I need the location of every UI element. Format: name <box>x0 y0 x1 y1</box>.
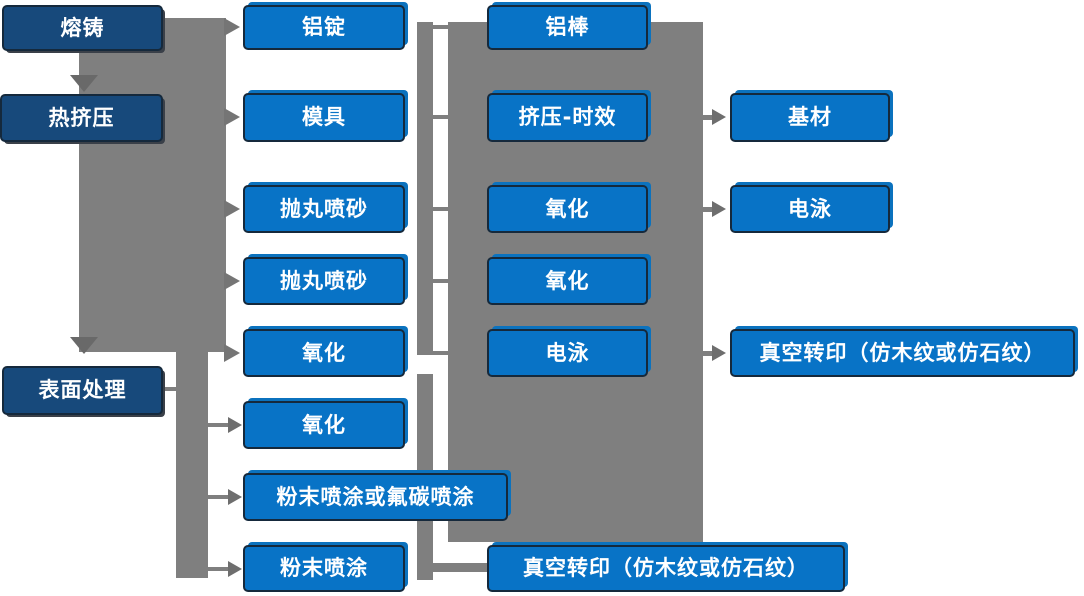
block-arrow-stem-electrophoresis <box>703 207 714 212</box>
right-arrowhead-to-vacuum-transfer <box>712 345 726 361</box>
right-arrowhead-row8 <box>228 561 242 577</box>
block-arrow-stem-substrate <box>703 115 714 120</box>
node-shot-blasting-2: 抛丸喷砂 <box>243 257 405 305</box>
node-electrophoresis-col3: 电泳 <box>487 329 648 377</box>
right-arrowhead-to-electrophoresis <box>712 201 726 217</box>
left-trunk-mass <box>79 18 226 352</box>
node-aluminum-rod: 铝棒 <box>487 5 648 50</box>
arrow-stem-row6 <box>208 423 232 427</box>
node-electrophoresis-col4: 电泳 <box>730 185 890 233</box>
node-hot-extrusion: 热挤压 <box>0 94 163 142</box>
down-arrowhead-to-hot-extrusion <box>70 75 98 92</box>
right-arrowhead-row6 <box>228 417 242 433</box>
down-arrowhead-to-surface-treatment <box>70 337 98 354</box>
node-shot-blasting-1: 抛丸喷砂 <box>243 185 405 233</box>
left-trunk-lower-bar <box>176 352 208 578</box>
arrow-stem-row8 <box>208 567 232 571</box>
bus-link-row1 <box>433 25 448 29</box>
node-powder-or-fluorocarbon-coating: 粉末喷涂或氟碳喷涂 <box>243 473 508 521</box>
node-extrusion-aging: 挤压-时效 <box>487 93 648 142</box>
node-vacuum-transfer-bottom: 真空转印（仿木纹或仿石纹） <box>487 545 845 592</box>
right-arrowhead-row2 <box>224 108 240 126</box>
node-vacuum-transfer-right: 真空转印（仿木纹或仿石纹） <box>730 329 1075 377</box>
right-arrowhead-row1 <box>224 18 240 36</box>
node-oxidation-col3-b: 氧化 <box>487 257 648 305</box>
bottom-row-connector <box>417 563 487 572</box>
bus-link-row5 <box>433 351 448 355</box>
node-powder-coating: 粉末喷涂 <box>243 545 405 592</box>
bus-link-row2 <box>433 115 448 119</box>
right-arrowhead-row7 <box>228 489 242 505</box>
node-substrate: 基材 <box>730 93 890 142</box>
bus-link-row3 <box>433 207 448 211</box>
right-arrowhead-row3 <box>224 200 240 218</box>
right-arrowhead-to-substrate <box>712 109 726 125</box>
right-arrowhead-row4 <box>224 272 240 290</box>
block-arrow-stem-vacuum-transfer <box>703 351 714 356</box>
node-oxidation-col3-a: 氧化 <box>487 185 648 233</box>
node-oxidation-col2-a: 氧化 <box>243 329 405 377</box>
node-oxidation-col2-b: 氧化 <box>243 401 405 449</box>
node-mold: 模具 <box>243 93 405 142</box>
node-surface-treatment: 表面处理 <box>2 366 163 415</box>
surface-treatment-stub-line <box>163 387 177 391</box>
bus-link-row4 <box>433 279 448 283</box>
right-arrowhead-row5 <box>224 344 240 362</box>
arrow-stem-row7 <box>208 495 232 499</box>
middle-bus-bar-upper <box>417 22 433 355</box>
node-melt-cast: 熔铸 <box>2 5 163 51</box>
node-aluminum-ingot: 铝锭 <box>243 5 405 50</box>
